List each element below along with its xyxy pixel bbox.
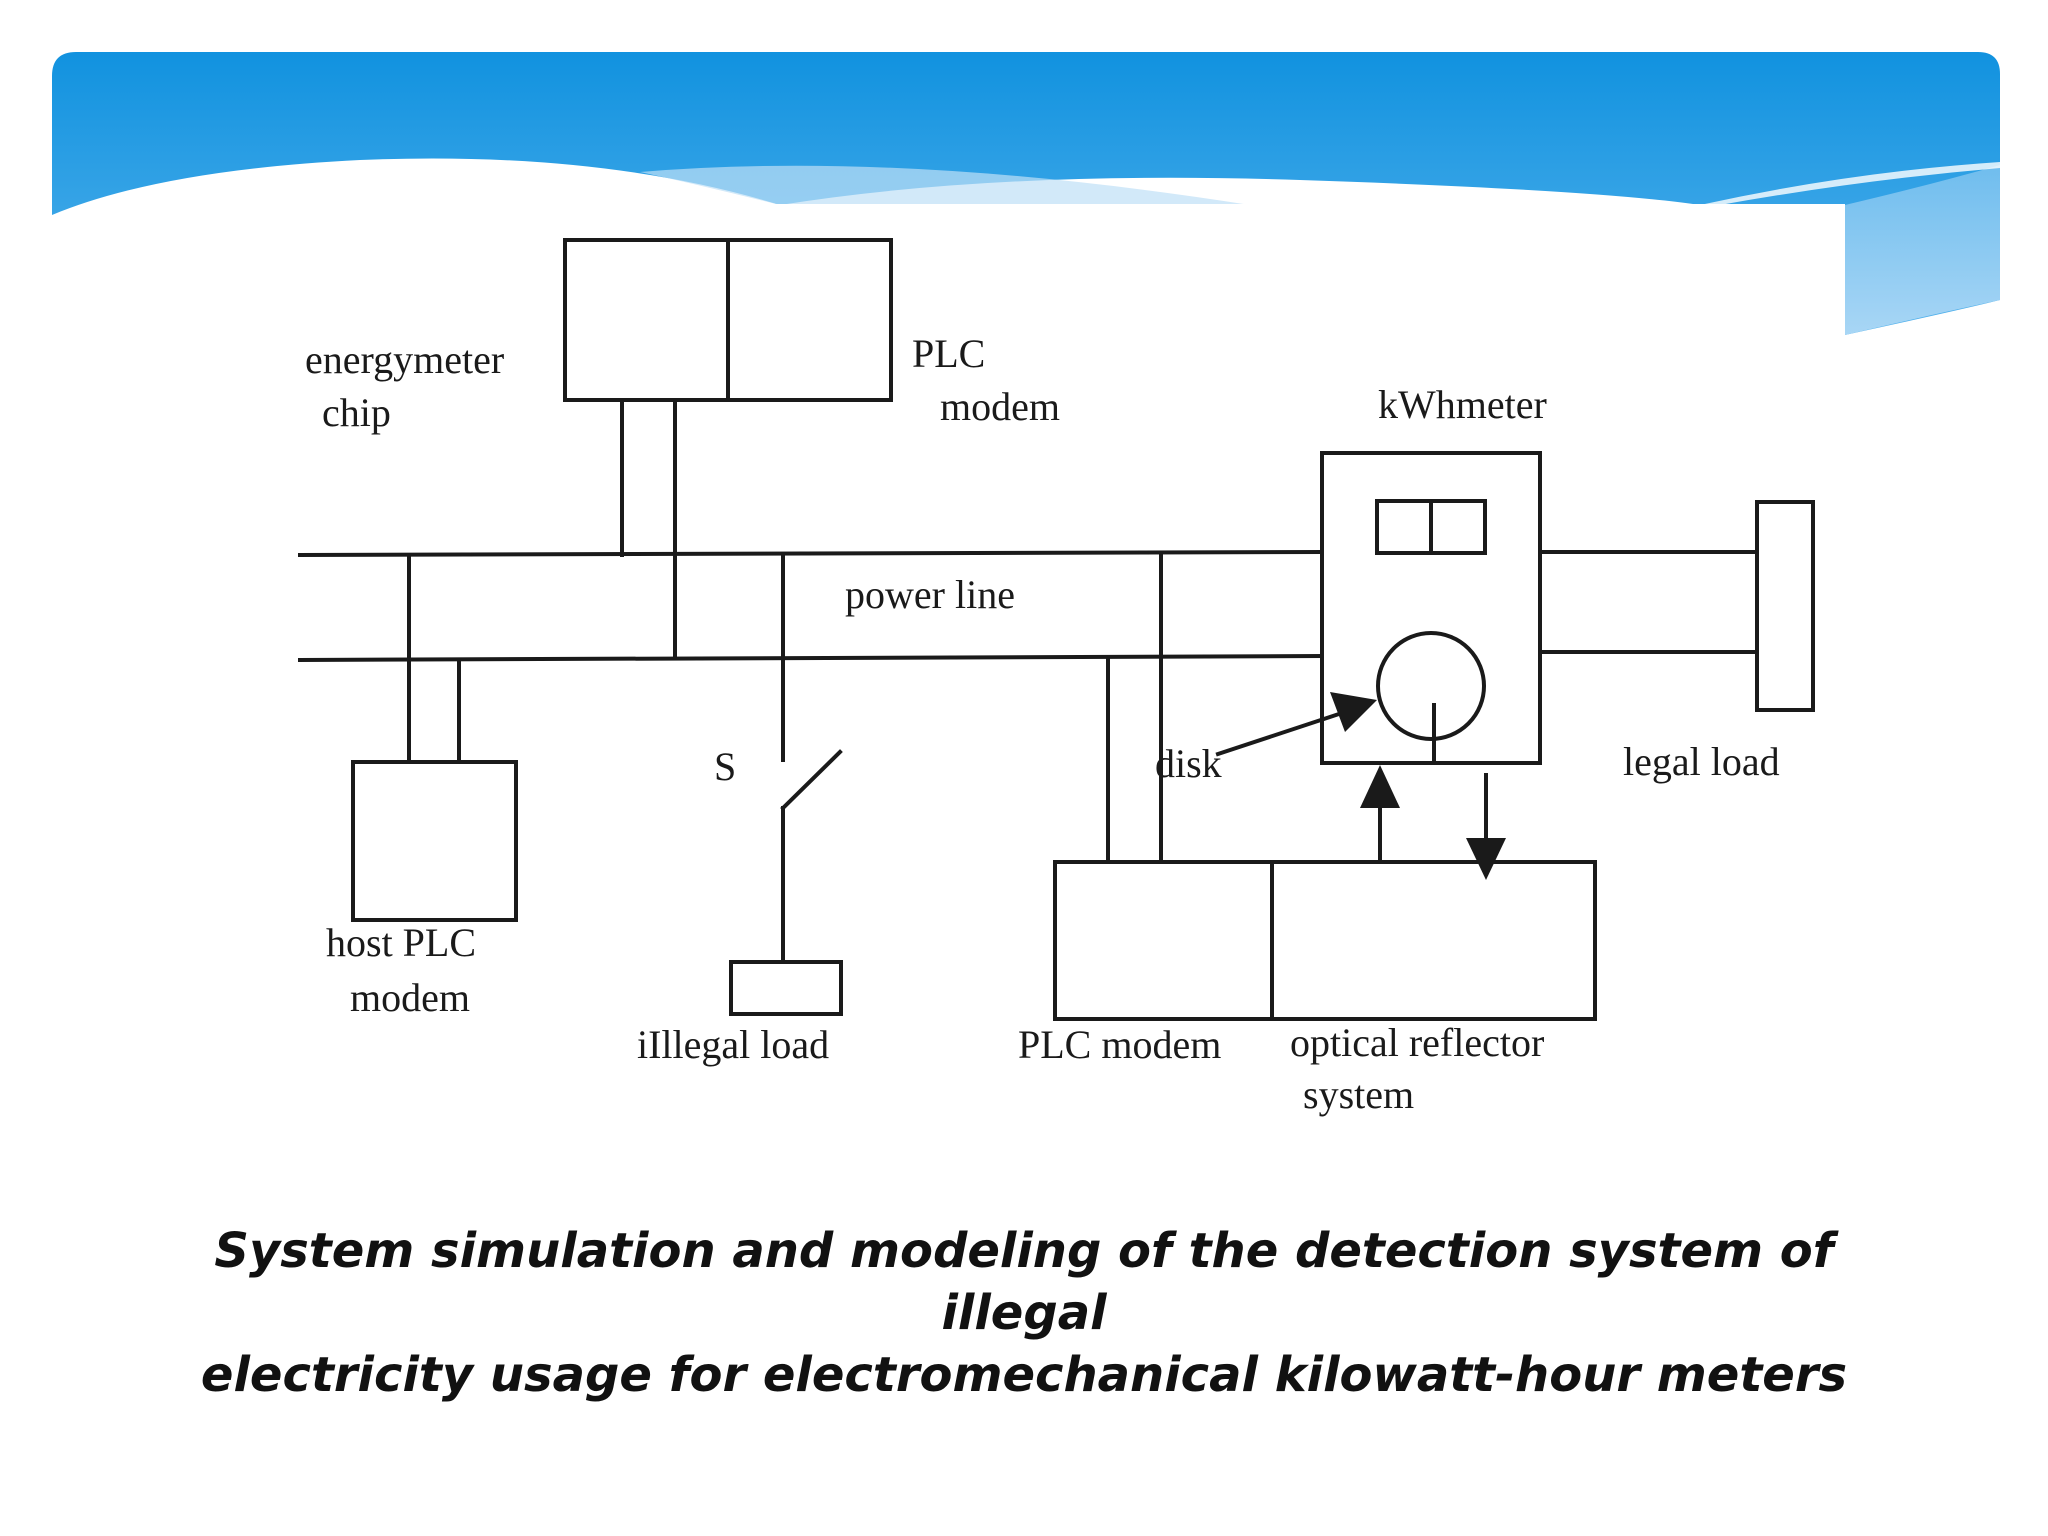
header-light-wave xyxy=(1845,165,2000,335)
label-host-plc-line2: modem xyxy=(350,975,470,1020)
optical-arrow-up-head xyxy=(1360,765,1400,808)
optical-reflector-box xyxy=(1270,860,1597,1021)
header-banner xyxy=(52,52,2000,335)
label-plc-top-line2: modem xyxy=(940,384,1060,429)
label-optical-line2: system xyxy=(1303,1072,1414,1117)
header-light-wave-2 xyxy=(640,165,1250,205)
label-disk: disk xyxy=(1155,741,1222,786)
slide-caption: System simulation and modeling of the de… xyxy=(124,1220,1924,1406)
kwhmeter-disk xyxy=(1376,631,1486,741)
power-line-lower xyxy=(297,653,1325,663)
label-kwhmeter: kWhmeter xyxy=(1378,382,1547,427)
content-panel-top xyxy=(124,204,1845,214)
switch-s xyxy=(780,749,843,811)
legal-load-box xyxy=(1755,500,1815,712)
label-optical-line1: optical reflector xyxy=(1290,1020,1544,1065)
plc-modem-bottom-box xyxy=(1053,860,1274,1021)
label-energymeter-line2: chip xyxy=(322,390,391,435)
label-plc-top-line1: PLC xyxy=(912,331,985,376)
label-energymeter-line1: energymeter xyxy=(305,337,504,382)
header-light-wave-3 xyxy=(1700,162,2000,205)
label-power-line: power line xyxy=(845,572,1015,617)
illegal-load-box xyxy=(729,960,843,1016)
power-line-upper xyxy=(297,549,1325,558)
disk-pointer-line xyxy=(1215,709,1348,757)
header-band xyxy=(52,52,2000,335)
optical-arrow-down-head xyxy=(1466,838,1506,880)
kwhmeter-box xyxy=(1320,451,1542,765)
kwhmeter-display-left xyxy=(1375,499,1433,555)
disk-pointer-head xyxy=(1330,692,1377,732)
energymeter-chip-box xyxy=(563,238,730,402)
label-host-plc-line1: host PLC xyxy=(326,920,476,965)
kwhmeter-display-right xyxy=(1429,499,1487,555)
plc-modem-top-box xyxy=(726,238,893,402)
caption-line-1: System simulation and modeling of the de… xyxy=(214,1223,1834,1341)
caption-line-2: electricity usage for electromechanical … xyxy=(200,1347,1848,1403)
host-plc-modem-box xyxy=(351,760,518,922)
label-illegal-load: iIllegal load xyxy=(637,1022,829,1067)
label-switch-s: S xyxy=(714,744,736,789)
label-plc-modem-bottom: PLC modem xyxy=(1018,1022,1221,1067)
label-legal-load: legal load xyxy=(1623,739,1780,784)
